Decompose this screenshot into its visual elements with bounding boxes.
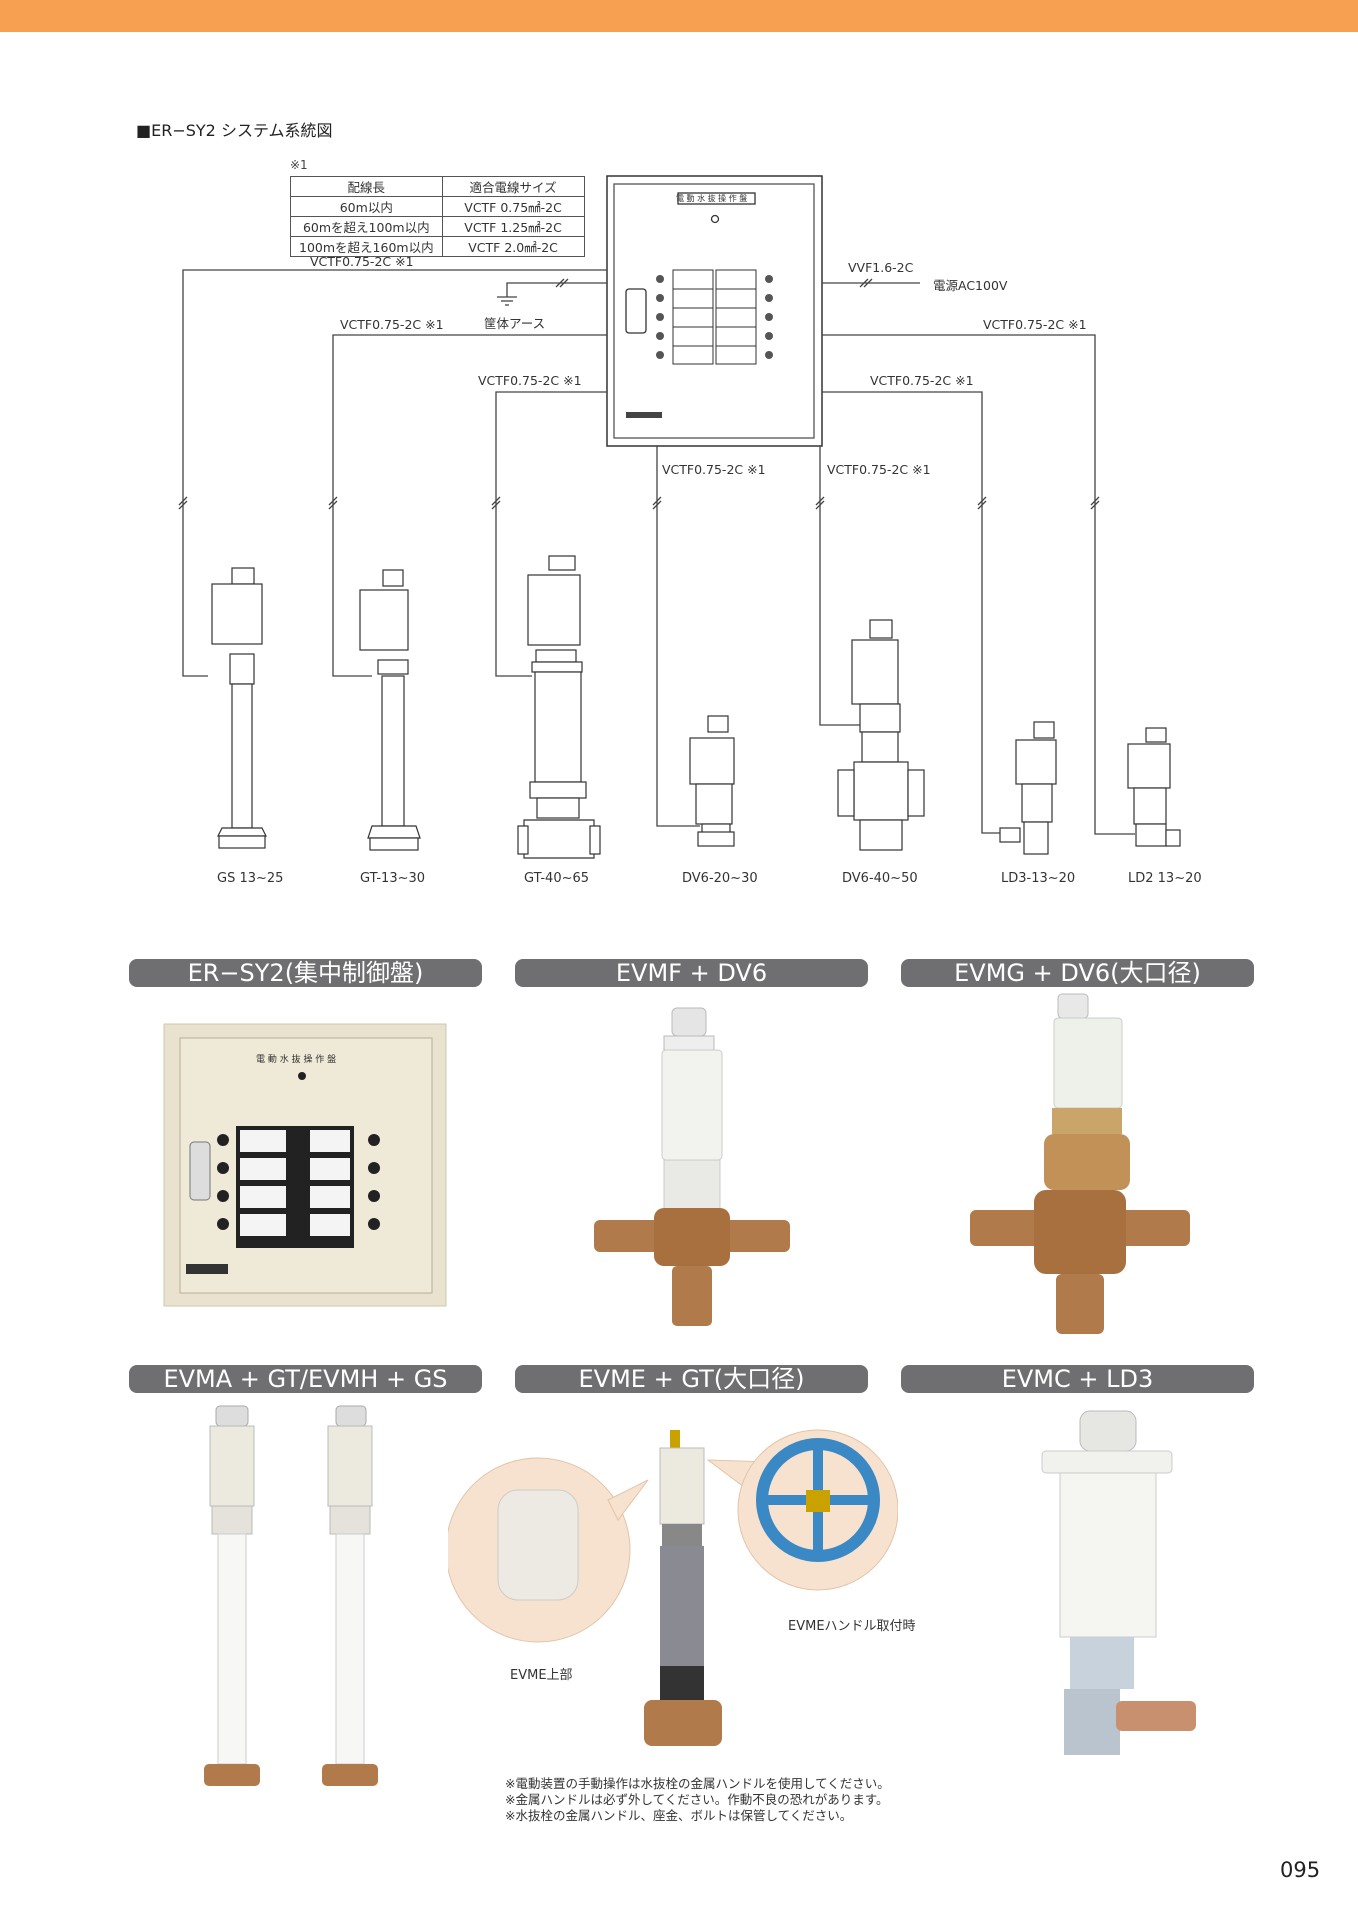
evma-gt-unit xyxy=(204,1405,260,1786)
control-panel-outline xyxy=(606,175,823,447)
panel-title: 電 動 水 抜 操 作 盤 xyxy=(676,194,748,203)
cable-label: VCTF0.75-2C ※1 xyxy=(827,462,931,477)
product-label-evma-gt: EVMA + GT/EVMH + GS xyxy=(129,1365,482,1393)
valve-gt-large xyxy=(517,555,601,859)
wire-dv6-small xyxy=(656,446,700,827)
valve-caption: GT-13~30 xyxy=(360,871,426,886)
evme-gt-photo xyxy=(448,1429,898,1746)
note-line: ※水抜栓の金属ハンドル、座金、ボルトは保管してください。 xyxy=(505,1808,853,1823)
evmh-gs-unit xyxy=(322,1405,378,1786)
usage-notes: ※電動装置の手動操作は水抜栓の金属ハンドルを使用してください。 ※金属ハンドルは… xyxy=(505,1776,890,1824)
valve-caption: GS 13~25 xyxy=(217,871,284,886)
note-line: ※金属ハンドルは必ず外してください。作動不良の恐れがあります。 xyxy=(505,1792,889,1807)
evme-handle-caption: EVMEハンドル取付時 xyxy=(788,1619,916,1634)
table-header: 適合電線サイズ xyxy=(441,176,585,197)
evmf-dv6-photo xyxy=(594,1007,790,1326)
table-header: 配線長 xyxy=(290,176,443,197)
valve-caption: GT-40~65 xyxy=(524,871,590,886)
section-title: ■ER−SY2 システム系統図 xyxy=(136,121,333,140)
cable-label: VCTF0.75-2C ※1 xyxy=(870,373,974,388)
wire-ld3 xyxy=(822,391,1016,834)
valve-gs xyxy=(211,567,267,849)
product-label-evmf-dv6: EVMF + DV6 xyxy=(515,959,868,987)
wire-earth xyxy=(506,282,607,297)
evme-top-bubble xyxy=(448,1457,649,1643)
evmc-ld3-photo xyxy=(1041,1410,1196,1755)
table-cell: VCTF 2.0㎟-2C xyxy=(441,236,585,257)
wire-gt-large xyxy=(495,391,607,677)
cable-label: VCTF0.75-2C ※1 xyxy=(340,317,444,332)
control-panel-photo xyxy=(163,1023,447,1307)
wire-size-table: 配線長 適合電線サイズ 60m以内 VCTF 0.75㎟-2C 60mを超え10… xyxy=(290,176,585,257)
note-line: ※電動装置の手動操作は水抜栓の金属ハンドルを使用してください。 xyxy=(505,1776,890,1791)
table-row: 100mを超え160m以内 VCTF 2.0㎟-2C xyxy=(290,236,585,257)
cable-label: VCTF0.75-2C ※1 xyxy=(662,462,766,477)
page-number: 095 xyxy=(1280,1858,1321,1882)
evme-handle-bubble xyxy=(706,1429,898,1591)
evma-evmh-photo xyxy=(204,1405,378,1786)
wire-break-marks xyxy=(178,278,1100,510)
power-cable-label: VVF1.6-2C xyxy=(848,260,914,275)
product-label-evmc-ld3: EVMC + LD3 xyxy=(901,1365,1254,1393)
valve-caption: LD3-13~20 xyxy=(1001,871,1076,886)
cable-label: VCTF0.75-2C ※1 xyxy=(310,254,414,269)
table-cell: 100mを超え160m以内 xyxy=(290,236,443,257)
wire-dv6-large xyxy=(819,446,860,726)
evmg-dv6-photo xyxy=(970,993,1190,1334)
valve-ld3 xyxy=(999,721,1057,855)
valve-dv6-small xyxy=(689,715,735,847)
photo-panel-title: 電 動 水 抜 操 作 盤 xyxy=(256,1055,337,1065)
table-header-row: 配線長 適合電線サイズ xyxy=(290,176,585,197)
valve-caption: LD2 13~20 xyxy=(1128,871,1202,886)
power-label: 電源AC100V xyxy=(933,278,1008,293)
valve-ld2 xyxy=(1127,727,1181,847)
valve-caption: DV6-20~30 xyxy=(682,871,758,886)
panel-switch-grid xyxy=(672,269,757,365)
panel-knobs xyxy=(656,275,773,359)
evme-top-caption: EVME上部 xyxy=(510,1668,573,1683)
panel-nameplate xyxy=(677,192,756,205)
wire-ld2 xyxy=(822,334,1135,835)
valve-gt xyxy=(359,569,421,851)
top-accent-bar xyxy=(0,0,1358,32)
product-label-evme-gt: EVME + GT(大口径) xyxy=(515,1365,868,1393)
evme-gt-unit xyxy=(644,1430,722,1746)
panel-handle xyxy=(625,288,647,334)
valve-dv6-large xyxy=(837,619,925,851)
panel-maker-plate xyxy=(626,412,662,418)
wire-gs xyxy=(182,269,607,677)
valve-caption: DV6-40~50 xyxy=(842,871,918,886)
note-mark: ※1 xyxy=(290,158,308,172)
panel-lamp xyxy=(710,214,720,224)
cable-label: VCTF0.75-2C ※1 xyxy=(983,317,1087,332)
earth-label: 筐体アース xyxy=(484,316,546,331)
cable-label: VCTF0.75-2C ※1 xyxy=(478,373,582,388)
system-diagram xyxy=(178,175,1181,859)
control-panel-inner xyxy=(613,183,815,439)
product-label-evmg-dv6: EVMG + DV6(大口径) xyxy=(901,959,1254,987)
table-cell: 60mを超え100m以内 xyxy=(290,216,443,237)
product-label-er-sy2: ER−SY2(集中制御盤) xyxy=(129,959,482,987)
